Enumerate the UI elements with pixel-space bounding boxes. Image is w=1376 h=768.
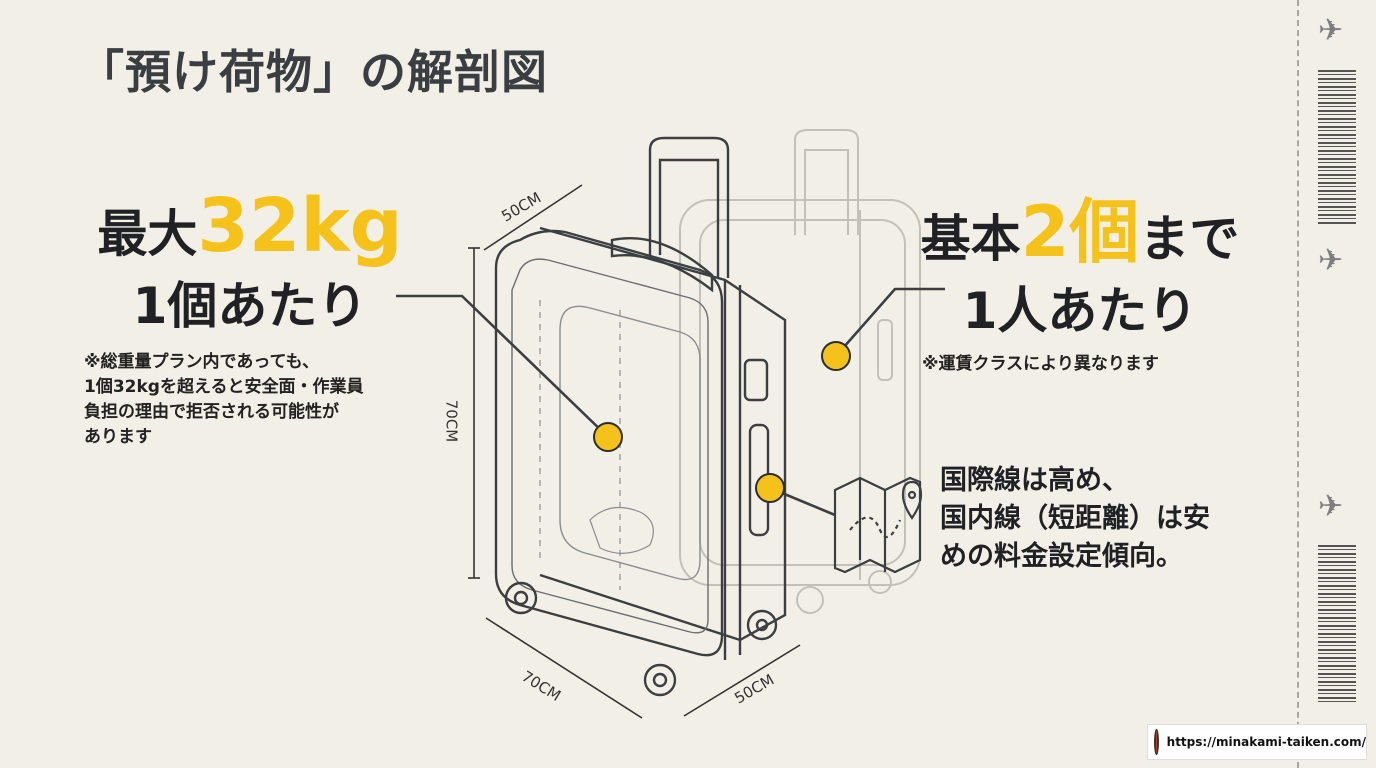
callout-dots xyxy=(593,341,851,503)
dimension-lines xyxy=(468,184,801,719)
dot-price xyxy=(755,473,785,503)
weight-prefix: 最大 xyxy=(97,205,198,263)
airplane-icon: ✈ xyxy=(1318,243,1344,278)
dot-count xyxy=(821,341,851,371)
weight-per: 1個あたり xyxy=(132,277,368,335)
weight-headline: 最大32kg xyxy=(80,189,420,270)
weight-limit-block: 最大32kg 1個あたり xyxy=(80,189,420,342)
page-title: 「預け荷物」の解剖図 xyxy=(78,45,548,99)
telescopic-handle xyxy=(648,136,730,278)
callout-lines xyxy=(396,287,945,517)
main-suitcase xyxy=(494,136,787,697)
price-note: 国際線は高め、 国内線（短距離）は安 めの料金設定傾向。 xyxy=(940,465,1210,572)
count-prefix: 基本 xyxy=(920,210,1021,268)
count-note: ※運賃クラスにより異なります xyxy=(922,354,1159,374)
map-pin-icon xyxy=(833,476,923,574)
barcode-icon xyxy=(1318,70,1356,225)
dot-weight xyxy=(593,422,623,452)
count-headline: 基本2個まで xyxy=(905,196,1255,275)
airplane-icon: ✈ xyxy=(1318,13,1344,48)
site-footer[interactable]: https://minakami-taiken.com/ xyxy=(1147,724,1367,760)
airplane-icon: ✈ xyxy=(1318,489,1344,524)
weight-note: ※総重量プラン内であっても、 1個32kgを超えると安全面・作業員 負担の理由で… xyxy=(84,352,364,447)
count-suffix: まで xyxy=(1139,210,1240,268)
dim-height: 70CM xyxy=(442,399,461,443)
count-limit-block: 基本2個まで 1人あたり xyxy=(905,196,1255,347)
ticket-perforation xyxy=(1297,0,1299,768)
site-url[interactable]: https://minakami-taiken.com/ xyxy=(1166,735,1366,749)
barcode-icon xyxy=(1318,545,1356,705)
weight-value: 32kg xyxy=(197,183,403,269)
logo-icon xyxy=(1154,729,1159,755)
count-per: 1人あたり xyxy=(962,282,1198,340)
count-value: 2個 xyxy=(1020,191,1140,273)
